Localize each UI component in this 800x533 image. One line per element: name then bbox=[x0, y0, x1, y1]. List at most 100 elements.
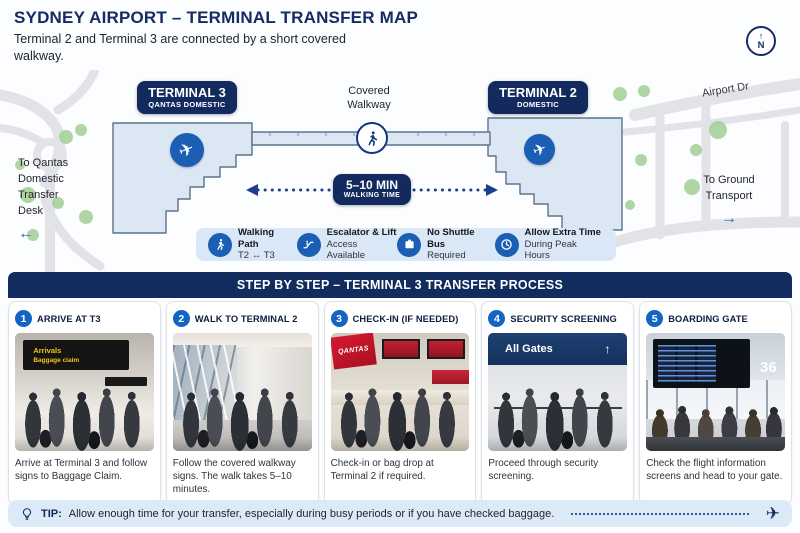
terminal3-name: TERMINAL 3 bbox=[148, 84, 226, 100]
legend-escalator-lift: Escalator & Lift Access Available bbox=[296, 227, 397, 262]
legend-line1: Escalator & Lift bbox=[326, 227, 397, 239]
escalator-icon bbox=[296, 232, 321, 257]
compass-arrow: ↑ bbox=[758, 30, 764, 41]
terminal3-plane-icon: ✈ bbox=[170, 133, 204, 167]
legend-line1: No Shuttle Bus bbox=[427, 227, 475, 250]
legend-line2: Required bbox=[427, 250, 466, 262]
plane-glyph: ✈ bbox=[530, 139, 550, 161]
step-photo-security: All Gates ↑ bbox=[488, 333, 628, 451]
legend-line2: T2 ↔ T3 bbox=[238, 250, 275, 262]
red-banner bbox=[431, 369, 470, 384]
legend-line2: During Peak Hours bbox=[524, 238, 577, 262]
step-by-step-section: STEP BY STEP – TERMINAL 3 TRANSFER PROCE… bbox=[8, 272, 792, 506]
legend-no-shuttle-bus: No Shuttle Bus Required bbox=[397, 227, 494, 261]
floor-shadow bbox=[172, 436, 312, 451]
arrow-right-icon: → bbox=[721, 209, 737, 227]
arrivals-sign: Arrivals Baggage claim bbox=[23, 340, 129, 370]
floor-shadow bbox=[488, 436, 628, 451]
tip-text: Allow enough time for your transfer, esp… bbox=[68, 507, 555, 520]
step-number-badge: 1 bbox=[15, 310, 32, 327]
terminal2-plane-icon: ✈ bbox=[524, 134, 555, 165]
step-title: WALK TO TERMINAL 2 bbox=[194, 313, 298, 324]
terminal2-subtitle: DOMESTIC bbox=[517, 99, 559, 109]
destination-left-text: To Qantas Domestic Transfer Desk bbox=[18, 157, 69, 217]
legend-line1: Walking Path bbox=[238, 227, 275, 250]
step-number-badge: 5 bbox=[646, 310, 664, 327]
gate-number: 36 bbox=[759, 358, 777, 376]
plane-glyph: ✈ bbox=[176, 137, 198, 162]
step-caption: Proceed through security screening. bbox=[488, 458, 599, 483]
screen bbox=[381, 338, 421, 359]
destination-ground-transport: To Ground Transport → bbox=[690, 173, 768, 230]
step-card-1: 1 ARRIVE AT T3 Arrivals Baggage claim Ar… bbox=[8, 301, 161, 506]
arrivals-sign-line2: Baggage claim bbox=[33, 356, 80, 364]
step-number-badge: 3 bbox=[330, 310, 348, 327]
destination-qantas-transfer-desk: To Qantas Domestic Transfer Desk ← bbox=[18, 156, 78, 245]
floor-shadow bbox=[15, 436, 154, 451]
step-caption: Arrive at Terminal 3 and follow signs to… bbox=[15, 458, 148, 483]
terminal3-building bbox=[112, 122, 253, 234]
shuttle-bus-icon bbox=[397, 232, 422, 257]
page-title: SYDNEY AIRPORT – TERMINAL TRANSFER MAP bbox=[14, 8, 418, 27]
step-card-5: 5 BOARDING GATE 36 Check the flight info… bbox=[639, 301, 792, 506]
step-title: SECURITY SCREENING bbox=[510, 313, 617, 324]
terminal2-name: TERMINAL 2 bbox=[499, 84, 577, 100]
pedestrian-icon bbox=[356, 122, 388, 154]
clock-icon bbox=[494, 232, 519, 257]
walking-time-badge: 5–10 MIN WALKING TIME bbox=[333, 174, 411, 205]
step-caption: Check the flight information screens and… bbox=[646, 458, 783, 483]
legend-allow-extra-time: Allow Extra Time During Peak Hours bbox=[494, 227, 605, 262]
qantas-sign: QANTAS bbox=[330, 333, 377, 370]
step-caption: Follow the covered walkway signs. The wa… bbox=[172, 458, 296, 496]
step-photo-checkin: QANTAS bbox=[330, 333, 470, 451]
terminal3-subtitle: QANTAS DOMESTIC bbox=[148, 99, 226, 109]
legend-line2: Access Available bbox=[326, 238, 366, 262]
plane-icon: ✈ bbox=[765, 503, 780, 523]
destination-right-text: To Ground Transport bbox=[703, 174, 755, 202]
step-caption: Check-in or bag drop at Terminal 2 if re… bbox=[330, 458, 434, 483]
trees bbox=[15, 85, 727, 241]
terminal2-badge: TERMINAL 2 DOMESTIC bbox=[488, 81, 588, 114]
terminal-map: TERMINAL 3 QANTAS DOMESTIC TERMINAL 2 DO… bbox=[0, 70, 800, 272]
legend-walking-path: Walking Path T2 ↔ T3 bbox=[208, 227, 297, 261]
step-title: CHECK-IN (IF NEEDED) bbox=[352, 313, 459, 324]
step-number-badge: 4 bbox=[488, 310, 506, 327]
walkway-ticks bbox=[269, 132, 475, 136]
dotted-leader bbox=[571, 512, 749, 515]
arrow-left-icon: ← bbox=[18, 224, 34, 242]
travellers-silhouettes bbox=[330, 382, 470, 451]
map-legend: Walking Path T2 ↔ T3 Escalator & Lift Ac… bbox=[196, 227, 616, 262]
travellers-silhouettes bbox=[15, 382, 154, 451]
steps-header: STEP BY STEP – TERMINAL 3 TRANSFER PROCE… bbox=[8, 272, 792, 298]
departure-screens bbox=[381, 338, 466, 359]
compass-north-icon: ↑ N bbox=[746, 26, 776, 56]
walking-icon bbox=[208, 232, 232, 257]
step-card-4: 4 SECURITY SCREENING All Gates ↑ Proceed… bbox=[481, 301, 635, 506]
walking-time-label: WALKING TIME bbox=[343, 192, 401, 200]
all-gates-text: All Gates bbox=[505, 342, 553, 355]
legend-line1: Allow Extra Time bbox=[524, 227, 601, 239]
page-subtitle: Terminal 2 and Terminal 3 are connected … bbox=[14, 32, 346, 63]
compass-letter: N bbox=[757, 39, 765, 51]
tip-bar: TIP: Allow enough time for your transfer… bbox=[8, 500, 792, 527]
flight-info-board bbox=[653, 338, 751, 389]
secondary-sign bbox=[105, 376, 147, 387]
walkway-ceiling bbox=[172, 333, 312, 348]
step-card-3: 3 CHECK-IN (IF NEEDED) QANTAS Check-in o… bbox=[323, 301, 477, 506]
screen bbox=[426, 338, 466, 359]
walking-time-arrows bbox=[246, 184, 498, 196]
arrivals-sign-line1: Arrivals bbox=[33, 345, 62, 355]
roads-left bbox=[0, 70, 105, 272]
lightbulb-icon bbox=[22, 507, 32, 520]
arrow-up-icon: ↑ bbox=[604, 341, 611, 356]
seating-row bbox=[646, 436, 785, 451]
step-card-2: 2 WALK TO TERMINAL 2 Follow the covered … bbox=[165, 301, 319, 506]
all-gates-sign: All Gates ↑ bbox=[488, 333, 628, 365]
step-photo-gate: 36 bbox=[646, 333, 785, 451]
floor-shadow bbox=[330, 436, 470, 451]
step-title: BOARDING GATE bbox=[668, 313, 748, 324]
terminal3-badge: TERMINAL 3 QANTAS DOMESTIC bbox=[137, 81, 237, 114]
step-photo-arrivals: Arrivals Baggage claim bbox=[15, 333, 154, 451]
travellers-silhouettes bbox=[172, 382, 312, 451]
